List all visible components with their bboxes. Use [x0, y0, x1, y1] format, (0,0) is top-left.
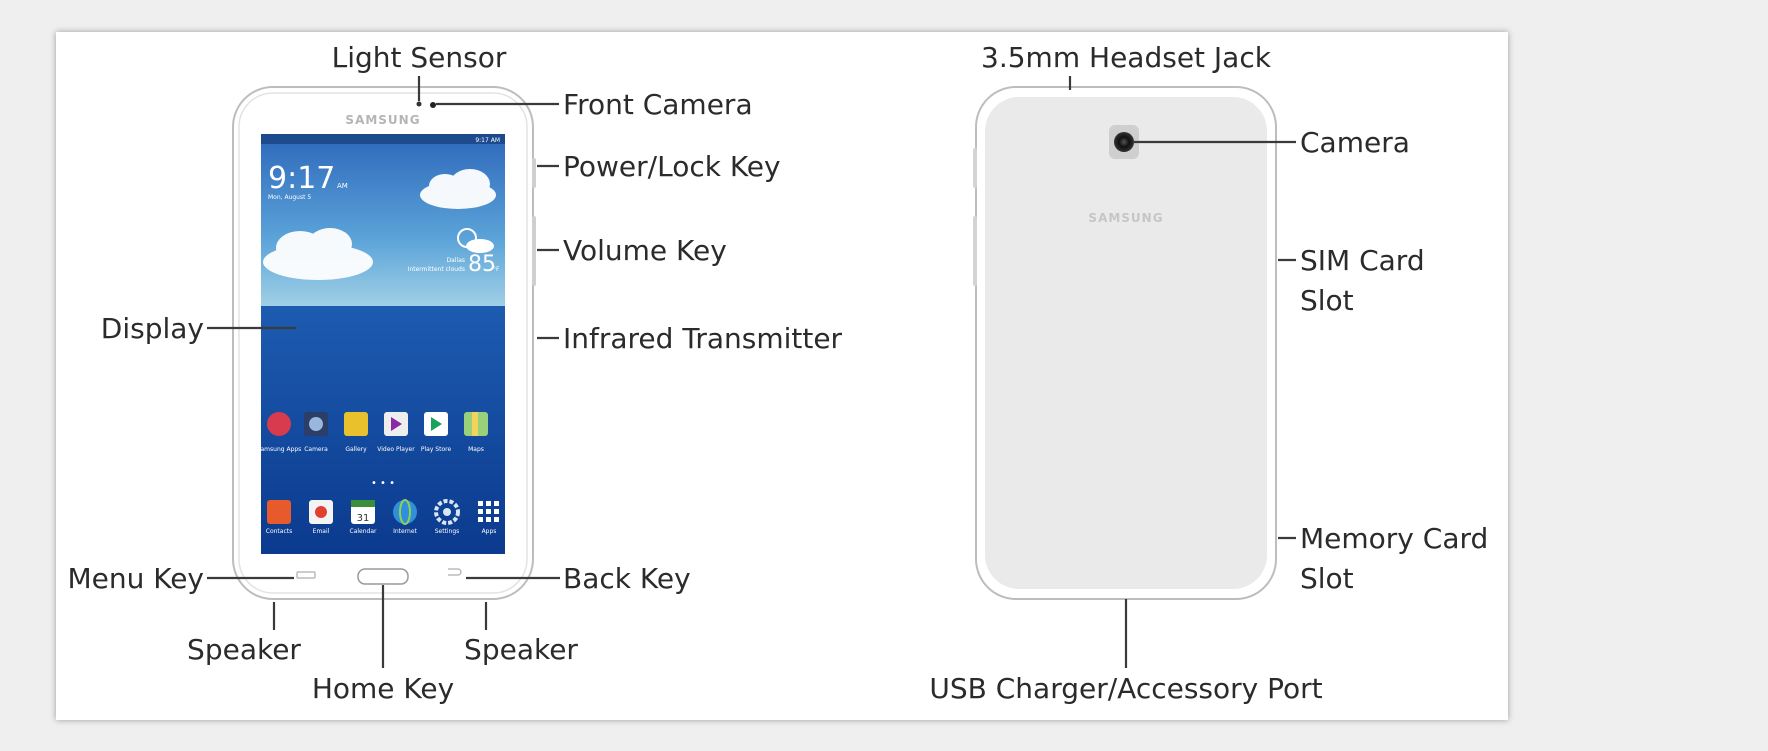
- back-device: SAMSUNG: [973, 86, 1277, 600]
- label-speaker-right: Speaker: [464, 633, 578, 666]
- svg-text:Camera: Camera: [304, 446, 328, 453]
- svg-text:Contacts: Contacts: [266, 528, 292, 535]
- power-button: [532, 158, 536, 188]
- svg-text:Email: Email: [313, 528, 330, 535]
- weather-temperature: 85: [468, 252, 496, 277]
- label-home-key: Home Key: [312, 672, 454, 705]
- lockscreen-clock: 9:17: [268, 161, 335, 196]
- status-time: 9:17 AM: [475, 137, 500, 144]
- home-key: [357, 568, 409, 585]
- video-player-icon: Video Player: [377, 412, 415, 453]
- label-speaker-left: Speaker: [187, 633, 301, 666]
- gallery-app-icon: Gallery: [344, 412, 368, 453]
- weather-description: Intermittent clouds: [408, 266, 465, 273]
- status-bar: [261, 134, 505, 144]
- svg-text:Settings: Settings: [435, 528, 460, 535]
- svg-text:Apps: Apps: [482, 528, 497, 535]
- label-light-sensor: Light Sensor: [332, 41, 507, 74]
- svg-text:Internet: Internet: [393, 528, 417, 535]
- light-sensor-dot: [416, 101, 422, 107]
- label-sim-card-slot-1: SIM Card: [1300, 244, 1425, 277]
- svg-text:Video Player: Video Player: [377, 446, 415, 453]
- label-headset-jack: 3.5mm Headset Jack: [981, 41, 1272, 74]
- label-volume-key: Volume Key: [563, 234, 727, 267]
- front-brand-logo: SAMSUNG: [345, 113, 420, 127]
- rear-camera-lens: [1114, 132, 1134, 152]
- weather-location: Dallas: [447, 257, 465, 264]
- label-memory-card-slot-1: Memory Card: [1300, 522, 1488, 555]
- page-indicator: • • •: [371, 478, 395, 489]
- weather-wallpaper: [261, 134, 505, 306]
- weather-icon: [457, 228, 494, 253]
- back-brand-logo: SAMSUNG: [1088, 211, 1163, 225]
- label-sim-card-slot-2: Slot: [1300, 284, 1354, 317]
- label-menu-key: Menu Key: [67, 562, 204, 595]
- label-power-lock-key: Power/Lock Key: [563, 150, 781, 183]
- weather-unit: °F: [493, 266, 500, 273]
- svg-text:Play Store: Play Store: [421, 446, 452, 453]
- callout-labels: Light Sensor Front Camera Power/Lock Key…: [67, 41, 1488, 705]
- maps-app-icon: Maps: [464, 412, 488, 453]
- play-store-icon: Play Store: [421, 412, 452, 453]
- internet-globe-icon: Internet: [393, 499, 418, 535]
- app-row-1: Samsung Apps Camera Gallery Video Player…: [257, 412, 488, 453]
- menu-key-glyph: [296, 571, 316, 579]
- contacts-icon: Contacts: [266, 500, 292, 535]
- label-display: Display: [101, 312, 204, 345]
- label-infrared-transmitter: Infrared Transmitter: [563, 322, 843, 355]
- back-key-glyph: [448, 568, 462, 576]
- back-volume-button: [973, 216, 977, 286]
- cloud-icon: [420, 169, 496, 209]
- leader-lines: [207, 76, 1296, 668]
- lockscreen-ampm: AM: [337, 182, 348, 190]
- svg-text:Calendar: Calendar: [350, 528, 378, 535]
- back-panel: [985, 97, 1267, 589]
- svg-text:Samsung Apps: Samsung Apps: [257, 446, 302, 453]
- volume-button: [532, 216, 536, 286]
- label-back-key: Back Key: [563, 562, 691, 595]
- back-power-button: [973, 148, 977, 188]
- front-device: SAMSUNG 9:17 AM 9:17 AM Mon, August 5 85…: [232, 86, 536, 600]
- svg-text:Maps: Maps: [468, 446, 484, 453]
- label-usb-port: USB Charger/Accessory Port: [929, 672, 1322, 705]
- label-camera: Camera: [1300, 126, 1410, 159]
- svg-text:Gallery: Gallery: [345, 446, 367, 453]
- label-memory-card-slot-2: Slot: [1300, 562, 1354, 595]
- email-icon: Email: [309, 500, 333, 535]
- samsung-apps-icon: Samsung Apps: [257, 412, 302, 453]
- lockscreen-date: Mon, August 5: [268, 194, 311, 201]
- label-front-camera: Front Camera: [563, 88, 753, 121]
- apps-grid-icon: Apps: [478, 501, 499, 535]
- front-camera-dot: [430, 102, 436, 108]
- camera-app-icon: Camera: [304, 412, 328, 453]
- cloud-icon: [263, 228, 373, 280]
- settings-gear-icon: Settings: [434, 499, 460, 535]
- svg-text:31: 31: [357, 513, 370, 524]
